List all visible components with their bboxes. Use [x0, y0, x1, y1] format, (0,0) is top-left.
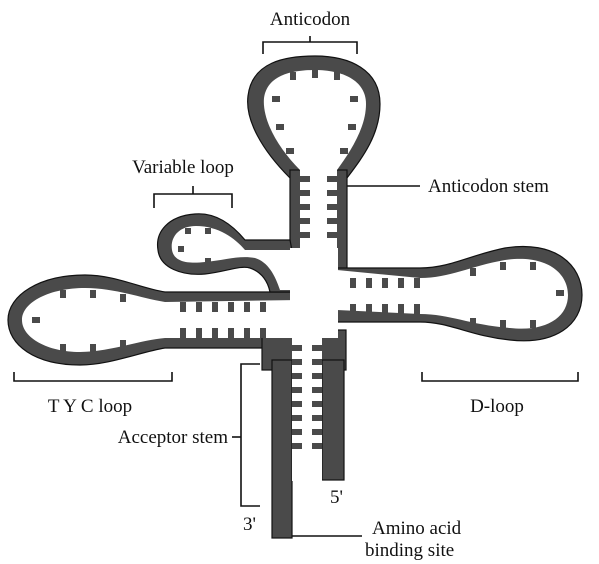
- tyc-loop-label: T Y C loop: [48, 396, 132, 417]
- tyc-loop-bracket: [14, 372, 172, 381]
- anticodon-stem-label-group: Anticodon stem: [347, 176, 549, 197]
- d-loop-label-group: D-loop: [422, 372, 578, 417]
- three-prime-label: 3': [243, 514, 256, 535]
- trna-molecule: [8, 56, 582, 538]
- anticodon-label: Anticodon: [270, 9, 351, 30]
- anticodon-stem-label: Anticodon stem: [428, 176, 549, 197]
- anticodon-bracket: [263, 42, 357, 54]
- variable-loop-bracket: [154, 194, 232, 208]
- amino-acid-label-line2: binding site: [365, 540, 454, 561]
- amino-acid-label-line1: Amino acid: [372, 518, 462, 539]
- tyc-loop-label-group: T Y C loop: [14, 372, 172, 417]
- acceptor-stem-label: Acceptor stem: [118, 427, 228, 448]
- variable-loop-label-group: Variable loop: [132, 157, 234, 208]
- variable-loop-label: Variable loop: [132, 157, 234, 178]
- five-prime-label: 5': [330, 487, 343, 508]
- anticodon-label-group: Anticodon: [263, 9, 357, 54]
- acceptor-stem-label-group: Acceptor stem: [118, 364, 260, 506]
- acceptor-stem-bracket: [241, 364, 260, 506]
- d-loop-bracket: [422, 372, 578, 381]
- d-loop-label: D-loop: [470, 396, 524, 417]
- acceptor-stem-right-strand: [322, 360, 344, 480]
- amino-acid-label-group: Amino acid binding site: [292, 518, 462, 561]
- acceptor-stem-left-strand: [272, 360, 292, 538]
